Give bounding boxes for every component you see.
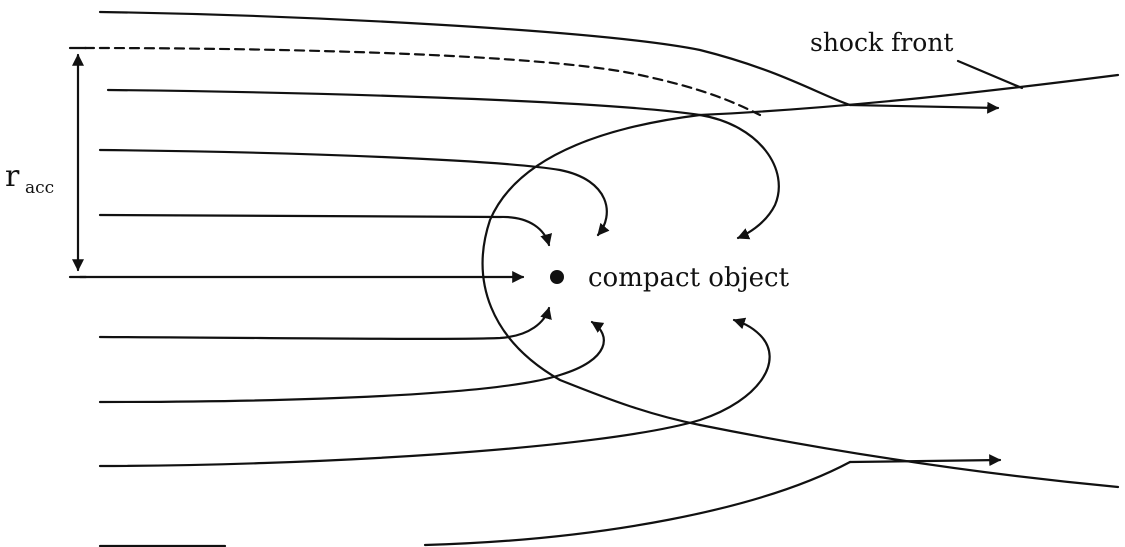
- shock-front: [481, 73, 1120, 489]
- compact-object-dot: [550, 270, 564, 284]
- streamline-5: [98, 306, 552, 340]
- accretion-radius-subscript: acc: [25, 178, 54, 198]
- streamline-6: [98, 320, 605, 404]
- streamline-3: [98, 148, 610, 237]
- shock-front-label: shock front: [810, 28, 953, 57]
- streamline-dashed: [83, 46, 762, 117]
- accretion-radius-dimension: [68, 46, 88, 279]
- shock-front-lower: [698, 423, 1120, 489]
- compact-object-label: compact object: [588, 263, 790, 293]
- streamline-4: [98, 213, 553, 247]
- shock-front-leader-line: [956, 59, 1024, 90]
- accretion-radius-symbol: r: [5, 159, 20, 194]
- outflow-arrows: [848, 101, 1002, 467]
- streamline-7: [98, 317, 771, 468]
- outflow-arrow-upper: [848, 101, 1000, 114]
- streamline-1: [98, 10, 852, 107]
- outflow-arrow-lower: [848, 454, 1002, 467]
- streamline-8: [423, 460, 852, 547]
- streamlines: [78, 10, 852, 547]
- shock-front-upper: [698, 73, 1120, 117]
- shock-front-bow: [481, 113, 702, 427]
